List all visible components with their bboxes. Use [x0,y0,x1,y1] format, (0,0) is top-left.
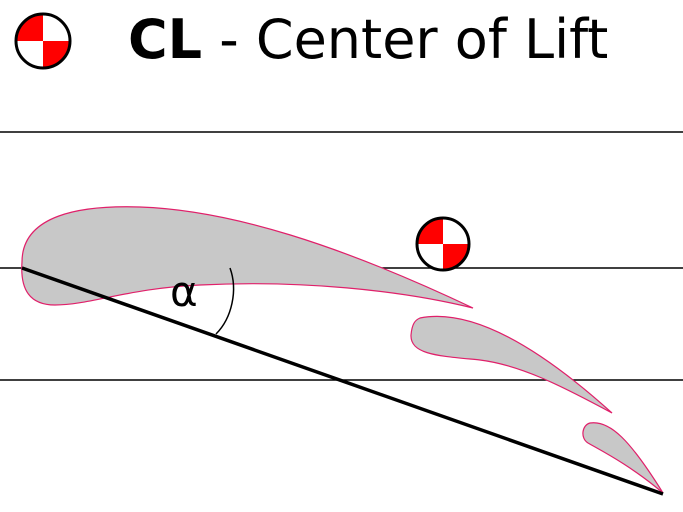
center-of-lift-legend-icon [14,12,72,70]
title-abbr: CL [128,8,203,71]
angle-arc [215,267,235,335]
title-text: Center of Lift [255,8,609,71]
angle-of-attack-label: α [170,267,198,316]
center-of-lift-marker-icon [415,216,471,272]
flap-2 [582,422,664,494]
title-separator: - [202,8,256,71]
main-airfoil [21,206,474,309]
flap-1 [410,315,613,414]
page-title: CL - Center of Lift [128,8,608,71]
chord-line [21,266,664,496]
